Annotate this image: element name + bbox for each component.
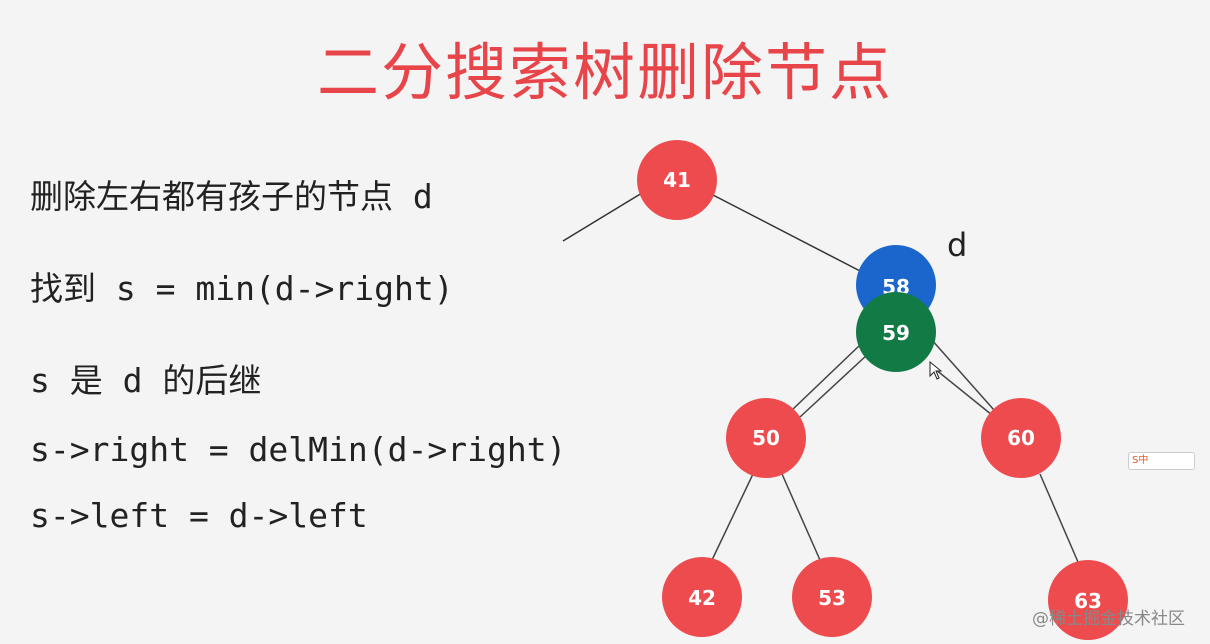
slide-title: 二分搜索树删除节点: [316, 36, 893, 109]
node-63-label: 63: [1074, 589, 1102, 613]
edge-50-53: [781, 473, 821, 561]
watermark: @稀土掘金技术社区: [1032, 609, 1185, 629]
node-59-label: 59: [882, 321, 910, 345]
edge-59-60-b: [929, 364, 993, 416]
edge-59-60-a: [930, 338, 995, 411]
edge-59-50-a: [791, 344, 861, 411]
node-53-circle: [792, 557, 872, 637]
d-label: d: [947, 226, 967, 264]
edge-50-42: [711, 473, 754, 561]
node-42-circle: [662, 557, 742, 637]
text-line-3: s 是 d 的后继: [30, 361, 262, 400]
node-59-circle: [856, 292, 936, 372]
ime-toolbar-badge: S中: [1128, 452, 1195, 470]
edge-59-50-b: [799, 353, 869, 418]
node-42: 42: [662, 557, 742, 637]
node-60: 60: [981, 398, 1061, 478]
text-line-5: s->left = d->left: [30, 496, 368, 535]
text-line-4: s->right = delMin(d->right): [30, 430, 567, 469]
text-line-2: 找到 s = min(d->right): [30, 269, 454, 308]
node-60-circle: [981, 398, 1061, 478]
node-53: 53: [792, 557, 872, 637]
node-50: 50: [726, 398, 806, 478]
node-63: 63: [1048, 560, 1128, 640]
node-53-label: 53: [818, 586, 846, 610]
node-59: 59: [856, 292, 936, 372]
node-41: 41: [637, 140, 717, 220]
node-63-circle: [1048, 560, 1128, 640]
node-41-circle: [637, 140, 717, 220]
node-41-label: 41: [663, 168, 691, 192]
node-42-label: 42: [688, 586, 716, 610]
node-50-label: 50: [752, 426, 780, 450]
edge-41-left: [562, 192, 643, 242]
text-line-1: 删除左右都有孩子的节点 d: [30, 177, 433, 216]
edge-60-63: [1039, 473, 1079, 563]
node-50-circle: [726, 398, 806, 478]
mouse-cursor-icon: [929, 360, 943, 380]
node-60-label: 60: [1007, 426, 1035, 450]
edge-41-58: [712, 194, 863, 273]
